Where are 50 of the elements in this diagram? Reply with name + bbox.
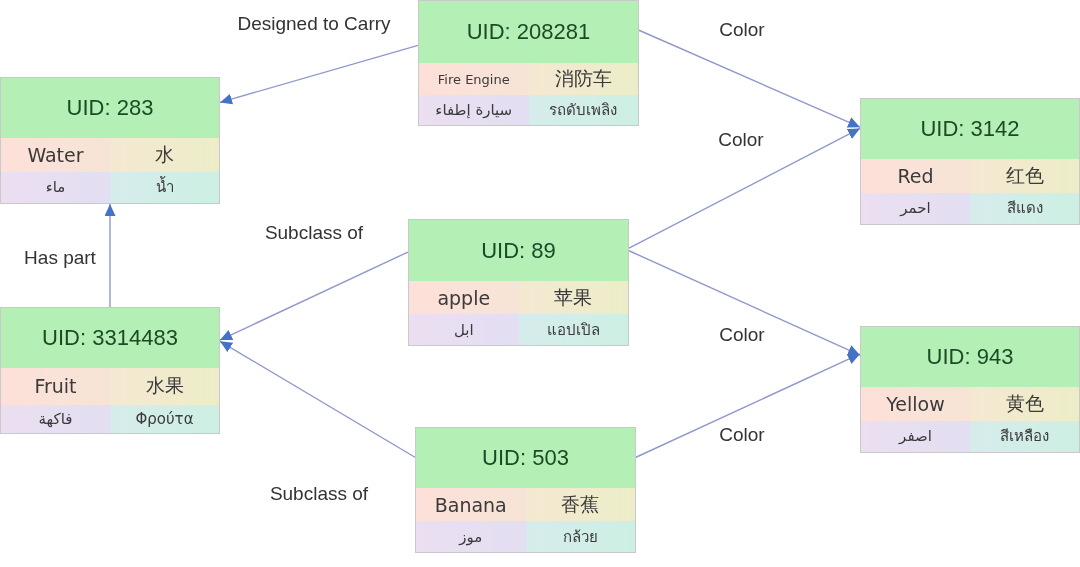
term-cell: Yellow	[861, 387, 970, 421]
arrow	[219, 44, 419, 105]
entity-card	[860, 98, 1080, 225]
entity-card	[415, 427, 636, 553]
uid-header: UID: 3142	[861, 99, 1079, 159]
entity-card	[408, 219, 629, 346]
term-cell: Fruit	[1, 368, 110, 405]
term-cell: ابل	[409, 314, 519, 345]
arrow	[628, 127, 861, 249]
term-cell: apple	[409, 281, 519, 314]
uid-header: UID: 503	[416, 428, 635, 488]
term-cell: احمر	[861, 192, 970, 224]
term-cell: Φρούτα	[110, 404, 219, 433]
term-cell: 黄色	[970, 387, 1079, 421]
term-cell: 香蕉	[525, 488, 635, 521]
term-cell: 消防车	[528, 63, 638, 95]
uid-header: UID: 3314483	[1, 308, 219, 368]
term-cell: แอปเปิล	[518, 314, 628, 345]
arrow	[219, 251, 409, 341]
term-cell: اصفر	[861, 420, 970, 452]
entity-card	[418, 0, 639, 126]
uid-header: UID: 943	[861, 327, 1079, 387]
term-cell: 苹果	[518, 281, 628, 314]
term-cell: สีแดง	[970, 192, 1079, 224]
term-cell: น้ำ	[110, 171, 219, 203]
arrow	[628, 250, 861, 356]
term-cell: 红色	[970, 159, 1079, 193]
term-cell: กล้วย	[525, 521, 635, 552]
term-cell: ماء	[1, 171, 110, 203]
arrow	[219, 340, 416, 458]
term-cell: สีเหลือง	[970, 420, 1079, 452]
arrow	[638, 29, 861, 128]
entity-card	[0, 77, 220, 204]
term-cell: Water	[1, 138, 110, 172]
term-cell: 水果	[110, 368, 219, 405]
term-cell: 水	[110, 138, 219, 172]
entity-card	[860, 326, 1080, 453]
term-cell: รถดับเพลิง	[528, 95, 638, 125]
term-cell: Fire Engine	[419, 63, 529, 95]
term-cell: موز	[416, 521, 526, 552]
entity-card	[0, 307, 220, 434]
term-cell: سيارة إطفاء	[419, 95, 529, 125]
term-cell: Banana	[416, 488, 526, 521]
uid-header: UID: 208281	[419, 1, 638, 63]
arrow	[104, 203, 116, 308]
arrow	[635, 353, 861, 458]
term-cell: فاكهة	[1, 404, 110, 433]
term-cell: Red	[861, 159, 970, 193]
uid-header: UID: 283	[1, 78, 219, 138]
uid-header: UID: 89	[409, 220, 628, 281]
